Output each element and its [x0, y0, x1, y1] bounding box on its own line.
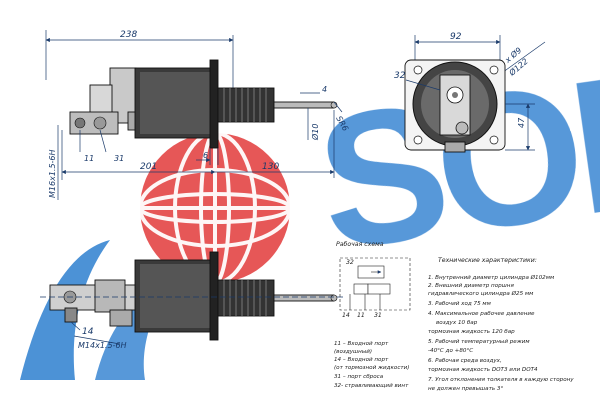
- dim-32: 32: [394, 71, 406, 81]
- legend-line-2: (воздушный): [334, 349, 372, 355]
- port-11-label: 11: [84, 154, 94, 163]
- technical-specs: Технические характеристики: 1. Внутренни…: [428, 257, 574, 392]
- end-view: 92 4 x Ø9 Ø122 32 47: [394, 32, 546, 153]
- spec-line: -40°С до +80°С: [428, 348, 473, 354]
- top-view: 238 4 SR6 Ø1: [45, 30, 350, 200]
- push-rod: [273, 101, 335, 109]
- legend-line-5: 31 – порт сброса: [334, 374, 384, 380]
- scheme-port-32: 32: [346, 259, 354, 266]
- legend-line-4: (от тормозной жидкости): [334, 365, 409, 371]
- mounting-flange: [209, 59, 219, 149]
- spec-line: гидравлического цилиндра Ø25 мм: [428, 290, 534, 297]
- spec-line: 7. Угол отклонения толкателя в каждую ст…: [428, 377, 574, 383]
- side-view: 14 M14x1.5-6H: [40, 251, 345, 350]
- spec-line: 1. Внутренний диаметр цилиндра Ø102мм: [428, 274, 555, 281]
- specs-title: Технические характеристики:: [438, 257, 537, 264]
- spec-line: 2. Внешний диаметр поршня: [428, 283, 514, 289]
- port-31-label: 31: [114, 154, 124, 163]
- port-legend: 11 – Входной порт (воздушный) 14 – Входн…: [334, 341, 409, 389]
- legend-line-1: 11 – Входной порт: [334, 341, 389, 347]
- thread-label-m14: M14x1.5-6H: [78, 341, 127, 350]
- dim-130: 130: [262, 162, 279, 172]
- dim-rod: Ø10: [310, 124, 320, 141]
- working-scheme: Рабочая схема 32 14 11 31: [336, 240, 411, 319]
- spec-line: 6. Рабочая среда воздух,: [428, 358, 502, 364]
- legend-line-6: 32- стравливающий винт: [334, 383, 409, 389]
- dim-201: 201: [140, 162, 157, 172]
- spec-line: не должен превышать 3°: [428, 386, 503, 392]
- legend-line-3: 14 – Входной порт: [334, 357, 389, 363]
- spec-line: тормозная жидкость DOT3 или DOT4: [428, 367, 538, 373]
- scheme-port-11: 11: [357, 312, 365, 319]
- dim-overall: 238: [120, 30, 137, 40]
- thread-label-m16: M16x1.5-6H: [48, 149, 57, 198]
- rubber-boot: [217, 87, 275, 123]
- spec-line: 3. Рабочий ход 75 мм: [428, 301, 492, 307]
- port-14-label: 14: [82, 327, 94, 337]
- scheme-port-14: 14: [342, 312, 350, 319]
- scheme-title: Рабочая схема: [336, 240, 384, 248]
- dim-92: 92: [450, 32, 462, 42]
- spec-line: тормозная жидкость 120 бар: [428, 329, 515, 335]
- dim-6: 6: [203, 151, 208, 160]
- scheme-port-31: 31: [374, 312, 382, 319]
- dim-4: 4: [322, 85, 327, 94]
- spec-line: 5. Рабочий температурный режим: [428, 339, 530, 345]
- dim-47: 47: [517, 117, 526, 128]
- spec-line: воздух 10 бар: [436, 320, 478, 326]
- side-rubber-boot: [217, 279, 275, 317]
- spec-line: 4. Максимальное рабочее давление: [428, 311, 535, 317]
